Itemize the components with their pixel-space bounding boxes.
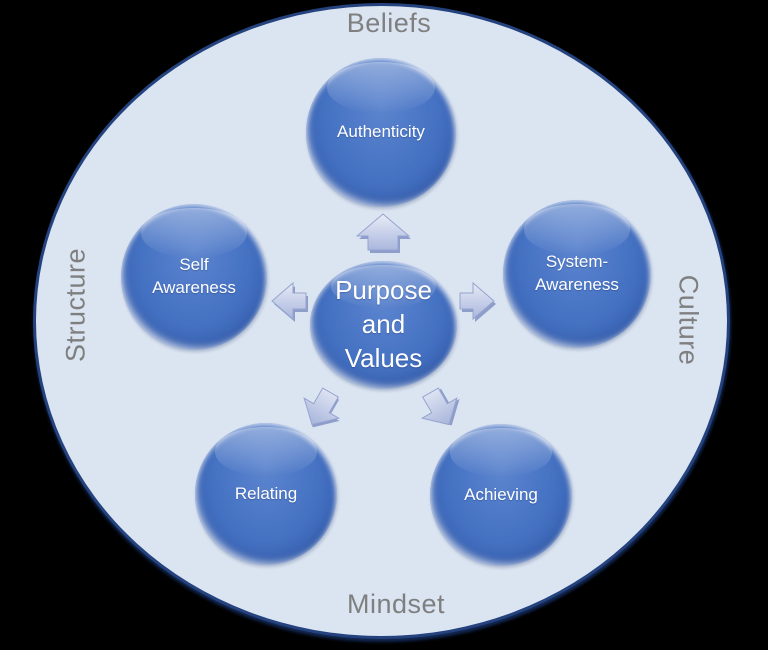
node-relating: Relating [195,423,337,565]
arrow-down-left-icon [303,387,341,428]
arrow-right-icon [459,281,496,322]
outer-label-structure: Structure [60,247,91,363]
outer-label-culture: Culture [673,274,704,366]
node-achieving: Achieving [430,424,572,566]
node-label: Achieving [464,484,538,504]
node-purpose-and-values: Purpose and Values [310,261,457,389]
node-authenticity: Authenticity [306,58,456,207]
node-label: Authenticity [337,122,425,142]
node-label: System- Awareness [535,252,619,294]
node-self-awareness: Self Awareness [121,204,267,350]
outer-label-beliefs: Beliefs [346,8,432,38]
outer-label-mindset: Mindset [346,589,446,619]
node-label: Relating [234,483,298,503]
arrow-up-icon [355,213,411,253]
arrow-left-icon [271,281,308,322]
center-node-label: Purpose and Values [335,275,432,373]
node-system-awareness: System- Awareness [503,200,651,348]
node-label: Self Awareness [152,255,236,297]
arrow-down-right-icon [420,387,460,426]
